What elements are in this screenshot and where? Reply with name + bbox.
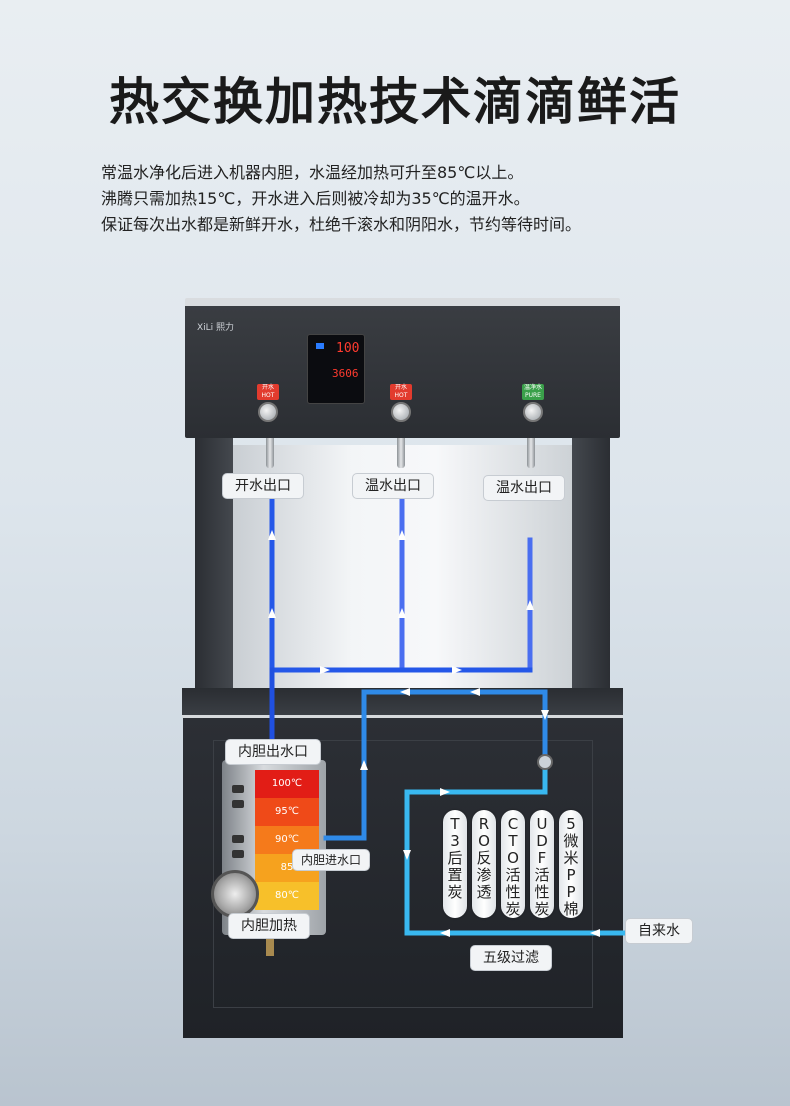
- filter-cartridge-t3: T3后置炭: [443, 810, 467, 918]
- faucet-icon: [527, 438, 535, 468]
- flow-arrow-icon: [541, 710, 549, 720]
- temp-band: 95℃: [255, 798, 319, 826]
- flow-arrow-icon: [440, 929, 450, 937]
- filter-cartridge-cto: CTO活性炭: [501, 810, 525, 918]
- tank-drain-pipe: [266, 930, 274, 956]
- control-display: 100 3606: [307, 334, 365, 404]
- brand-logo: XiLi 熙力: [197, 323, 235, 333]
- tap-label-hot-2: 开水 HOT: [390, 384, 412, 400]
- filter-cartridge-pp: 5微米PP棉: [559, 810, 583, 918]
- filter-cartridge-udf: UDF活性炭: [530, 810, 554, 918]
- tap-label-pure: 温净水 PURE: [522, 384, 544, 400]
- flow-arrow-icon: [400, 688, 410, 696]
- flow-arrow-icon: [360, 760, 368, 770]
- tank-valve-icon: [232, 800, 244, 808]
- display-indicator-icon: [316, 343, 324, 349]
- tank-inlet-label: 内胆进水口: [292, 849, 371, 871]
- cabinet-right-pillar: [572, 438, 610, 700]
- tank-valve-icon: [232, 835, 244, 843]
- flow-line-filter-loop: [404, 757, 628, 936]
- flow-arrow-icon: [320, 666, 330, 674]
- faucet-icon: [397, 438, 405, 468]
- tank-valve-icon: [232, 785, 244, 793]
- description-line-2: 沸腾只需加热15℃，开水进入后则被冷却为35℃的温开水。: [101, 189, 530, 208]
- temp-band: 100℃: [255, 770, 319, 798]
- description-line-1: 常温水净化后进入机器内胆，水温经加热可升至85℃以上。: [101, 163, 524, 182]
- flow-arrow-icon: [452, 666, 462, 674]
- display-volume: 3606: [332, 367, 359, 380]
- temp-band: 80℃: [255, 882, 319, 910]
- display-temperature: 100: [336, 341, 360, 356]
- faucet-icon: [266, 438, 274, 468]
- flow-arrow-icon: [470, 688, 480, 696]
- inlet-valve-icon: [537, 754, 553, 770]
- flow-arrow-icon: [398, 530, 406, 540]
- tank-outlet-label: 内胆出水口: [225, 739, 321, 765]
- description: 常温水净化后进入机器内胆，水温经加热可升至85℃以上。 沸腾只需加热15℃，开水…: [101, 160, 721, 238]
- tank-heat-label: 内胆加热: [228, 913, 310, 939]
- filter-cartridge-ro: RO反渗透: [472, 810, 496, 918]
- tap-button-hot-2[interactable]: [391, 402, 411, 422]
- flow-arrow-icon: [440, 788, 450, 796]
- description-line-3: 保证每次出水都是新鲜开水，杜绝千滚水和阴阳水，节约等待时间。: [101, 215, 582, 234]
- page-title: 热交换加热技术滴滴鲜活: [109, 73, 681, 131]
- filter-stage-label: 五级过滤: [470, 945, 552, 971]
- lower-door-panel: [213, 740, 593, 1008]
- flow-arrow-icon: [403, 850, 411, 860]
- machine-top-unit: XiLi 熙力 100 3606 开水 HOT 开水 HOT 温净水 PURE: [185, 298, 620, 438]
- outlet-label-warm-2: 温水出口: [483, 475, 565, 501]
- tap-label-hot-1: 开水 HOT: [257, 384, 279, 400]
- flow-arrow-icon: [526, 600, 534, 610]
- flow-arrow-icon: [268, 608, 276, 618]
- outlet-label-warm-1: 温水出口: [352, 473, 434, 499]
- flow-arrow-icon: [590, 929, 600, 937]
- flow-arrow-icon: [398, 608, 406, 618]
- flow-arrow-icon: [268, 530, 276, 540]
- tap-button-pure[interactable]: [523, 402, 543, 422]
- tank-valve-icon: [232, 850, 244, 858]
- outlet-label-hot: 开水出口: [222, 473, 304, 499]
- tap-button-hot-1[interactable]: [258, 402, 278, 422]
- tap-water-label: 自来水: [625, 918, 693, 944]
